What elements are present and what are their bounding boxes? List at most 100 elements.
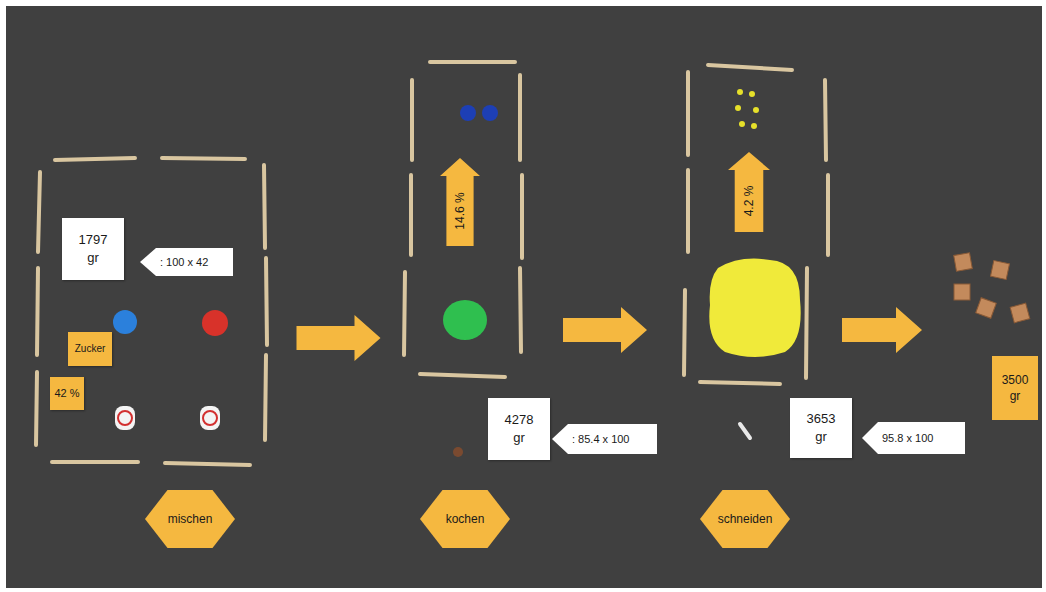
stick xyxy=(404,272,405,355)
stick xyxy=(410,80,414,160)
dot xyxy=(739,121,745,127)
percentage-text: 14.6 % xyxy=(452,192,468,229)
flow-arrow xyxy=(563,307,647,353)
hexagon-outline xyxy=(700,490,790,548)
stick xyxy=(265,355,266,440)
step-hexagon: kochen xyxy=(420,490,510,548)
calculation-arrow: 95.8 x 100 xyxy=(862,422,965,454)
cubes xyxy=(954,253,1030,323)
stick xyxy=(708,65,792,70)
cube xyxy=(954,253,973,272)
stick xyxy=(36,372,37,445)
stick xyxy=(825,80,826,160)
blue-bead xyxy=(482,105,498,121)
dot xyxy=(737,89,743,95)
knife-piece xyxy=(740,424,750,438)
value-card: 42 % xyxy=(50,377,84,410)
hexagon-outline xyxy=(420,490,510,548)
flow-arrow xyxy=(842,307,922,353)
stick xyxy=(266,258,267,345)
stick xyxy=(420,374,505,377)
value-card: 4278 gr xyxy=(488,398,550,460)
stick xyxy=(409,175,413,255)
dark-board xyxy=(6,6,1042,588)
hexagon-outline xyxy=(145,490,235,548)
arrow-outline xyxy=(728,152,770,232)
yellow-dough xyxy=(709,259,800,357)
value-card: 3653 gr xyxy=(790,398,852,458)
calculation-text: 95.8 x 100 xyxy=(882,431,933,446)
value-card: Zucker xyxy=(68,332,112,366)
step-hexagon: schneiden xyxy=(700,490,790,548)
stick xyxy=(38,172,40,252)
step-hexagon: mischen xyxy=(145,490,235,548)
stick xyxy=(806,268,807,378)
card-text: 42 % xyxy=(54,386,79,401)
calculation-arrow: : 100 x 42 xyxy=(140,248,233,276)
red-ball xyxy=(202,310,228,336)
value-card: 1797 gr xyxy=(62,218,124,280)
jar-ring xyxy=(203,411,217,425)
stick xyxy=(686,170,690,252)
stick xyxy=(55,158,135,160)
stick-frame: mischen1797 gr: 100 x 42Zucker42 % xyxy=(33,155,275,468)
step-name: mischen xyxy=(168,511,213,527)
card-text: 1797 gr xyxy=(74,231,112,266)
stick xyxy=(430,60,515,64)
jar-symbol xyxy=(115,406,220,430)
step-name: kochen xyxy=(446,511,485,527)
arrow-outline xyxy=(862,422,965,454)
stick xyxy=(165,463,250,465)
stick xyxy=(264,165,265,248)
stick xyxy=(686,72,690,155)
dot xyxy=(749,91,755,97)
percentage-text: 4.2 % xyxy=(741,186,757,217)
stick xyxy=(520,175,524,258)
result-text: 3500 gr xyxy=(997,372,1033,404)
arrow-outline xyxy=(552,424,657,454)
dot xyxy=(753,107,759,113)
stick xyxy=(700,382,780,384)
percentage-arrow: 14.6 % xyxy=(440,158,480,246)
dot xyxy=(735,105,741,111)
percentage-arrow: 4.2 % xyxy=(728,152,770,232)
brown-piece xyxy=(453,447,463,457)
jar-ring xyxy=(118,411,132,425)
cube xyxy=(991,261,1010,280)
yellow-dots xyxy=(735,89,759,129)
stick xyxy=(52,460,138,464)
calculation-text: : 100 x 42 xyxy=(160,255,208,270)
flow-arrow xyxy=(297,315,381,361)
arrow-outline xyxy=(440,158,480,246)
cube xyxy=(954,284,970,300)
cube xyxy=(976,298,997,319)
calculation-text: : 85.4 x 100 xyxy=(572,432,630,447)
stick xyxy=(162,158,245,159)
card-text: Zucker xyxy=(75,342,106,356)
stick xyxy=(826,175,830,255)
result-card: 3500 gr xyxy=(992,356,1038,420)
dot xyxy=(751,123,757,129)
wooden-sticks xyxy=(36,62,828,465)
stick-frame: schneiden4.2 % xyxy=(682,55,832,388)
stick xyxy=(520,268,521,352)
jar xyxy=(115,406,135,430)
blue-ball xyxy=(113,310,137,334)
stick xyxy=(684,290,685,375)
card-text: 3653 gr xyxy=(802,410,840,445)
arrow-outline xyxy=(140,248,233,276)
result-group: 3500 gr xyxy=(932,250,1042,420)
blue-bead xyxy=(460,105,476,121)
card-text: 4278 gr xyxy=(500,411,538,446)
stick-frame: kochen14.6 % xyxy=(402,55,528,383)
step-name: schneiden xyxy=(718,511,773,527)
green-dough xyxy=(443,300,487,340)
cube xyxy=(1010,303,1030,323)
stick xyxy=(518,75,522,160)
jar xyxy=(200,406,220,430)
stick xyxy=(37,268,38,355)
